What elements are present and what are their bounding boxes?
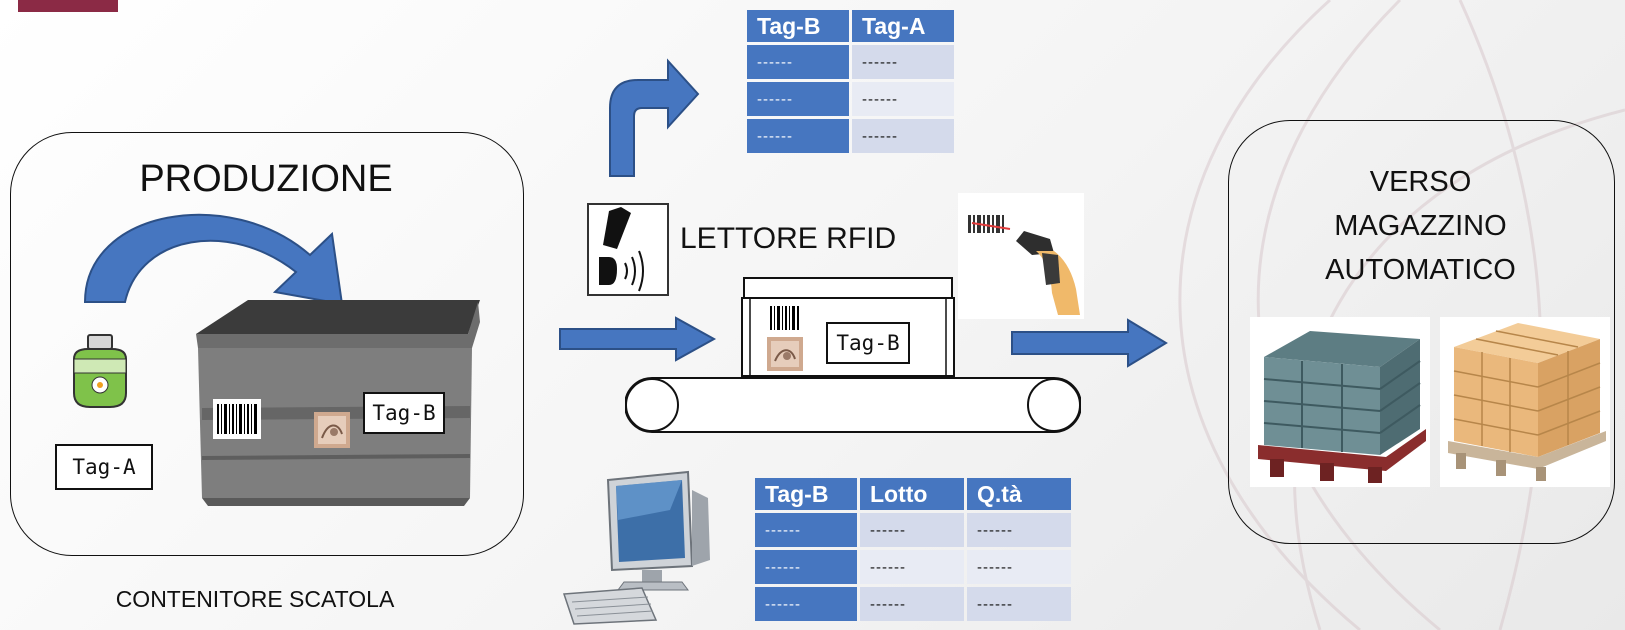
table-cell: ------: [747, 119, 849, 153]
product-bottle-icon: [73, 334, 127, 408]
lot-table: Tag-B Lotto Q.tà ------ ------ ------ --…: [752, 475, 1074, 624]
table-cell: ------: [967, 587, 1071, 621]
warehouse-title-line: VERSO: [1369, 166, 1472, 198]
rfid-reader-icon: [587, 203, 669, 296]
table-header-cell: Lotto: [860, 478, 964, 510]
barcode-icon: [213, 399, 261, 439]
table-cell: ------: [860, 550, 964, 584]
rfid-chip-icon: [767, 337, 803, 371]
table-cell: ------: [852, 119, 954, 153]
table-cell: ------: [747, 45, 849, 79]
conveyor-belt: [625, 377, 1081, 433]
rfid-chip-icon: [314, 412, 350, 448]
table-header-row: Tag-B Tag-A: [747, 10, 954, 42]
table-row: ------ ------: [747, 45, 954, 79]
table-row: ------ ------ ------: [755, 513, 1071, 547]
table-header-cell: Q.tà: [967, 478, 1071, 510]
curved-arrow-icon: [83, 213, 344, 306]
accent-bar: [18, 0, 118, 12]
table-cell: ------: [852, 82, 954, 116]
warehouse-panel: [1228, 120, 1615, 544]
box-pallet-icon: [1440, 317, 1610, 487]
barcode-scanner-icon: [958, 193, 1084, 319]
table-cell: ------: [860, 587, 964, 621]
warehouse-title: VERSO MAGAZZINO AUTOMATICO: [1228, 160, 1613, 292]
association-table: Tag-B Tag-A ------ ------ ------ ------ …: [744, 7, 957, 156]
conveyor-out-arrow-icon: [1011, 318, 1168, 368]
table-row: ------ ------: [747, 119, 954, 153]
rfid-reader-label: LETTORE RFID: [680, 222, 897, 255]
barcode-icon: [767, 303, 803, 333]
table-header-cell: Tag-B: [747, 10, 849, 42]
table-row: ------ ------ ------: [755, 550, 1071, 584]
bent-arrow-icon: [609, 58, 700, 177]
tag-a-label: Tag-A: [55, 444, 153, 490]
crate-pallet-icon: [1250, 317, 1430, 487]
tag-b-label-crate: Tag-B: [363, 392, 445, 434]
table-cell: ------: [755, 550, 857, 584]
table-header-cell: Tag-A: [852, 10, 954, 42]
table-cell: ------: [755, 587, 857, 621]
computer-icon: [562, 470, 710, 625]
warehouse-title-line: MAGAZZINO: [1334, 210, 1507, 242]
production-panel: [10, 132, 524, 556]
table-cell: ------: [860, 513, 964, 547]
table-row: ------ ------: [747, 82, 954, 116]
table-cell: ------: [747, 82, 849, 116]
table-header-row: Tag-B Lotto Q.tà: [755, 478, 1071, 510]
conveyor-in-arrow-icon: [559, 316, 717, 362]
table-cell: ------: [852, 45, 954, 79]
table-cell: ------: [755, 513, 857, 547]
table-cell: ------: [967, 513, 1071, 547]
table-row: ------ ------ ------: [755, 587, 1071, 621]
table-header-cell: Tag-B: [755, 478, 857, 510]
tag-b-label-conveyor: Tag-B: [826, 322, 910, 364]
table-cell: ------: [967, 550, 1071, 584]
container-caption: CONTENITORE SCATOLA: [115, 586, 395, 612]
production-title: PRODUZIONE: [139, 158, 393, 200]
warehouse-title-line: AUTOMATICO: [1325, 254, 1516, 286]
